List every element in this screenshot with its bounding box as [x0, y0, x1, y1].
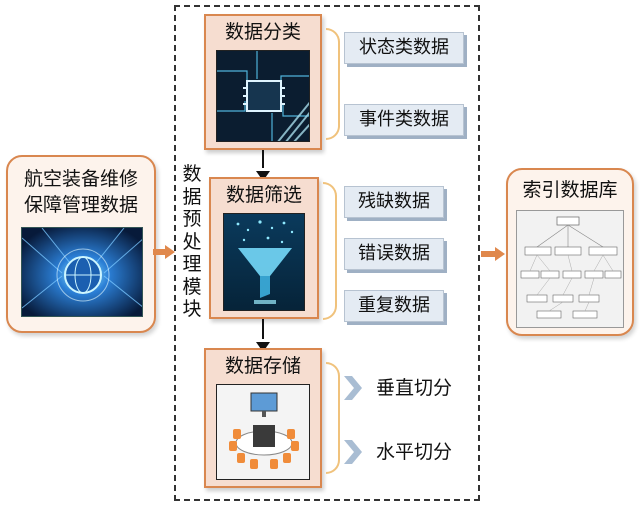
item-incomplete-data: 残缺数据 — [344, 186, 444, 218]
step-classification-bracket — [326, 28, 340, 140]
meeting-table-icon — [216, 384, 310, 480]
module-caption-char: 块 — [182, 298, 202, 320]
item-state-data: 状态类数据 — [344, 32, 464, 64]
funnel-icon — [223, 213, 305, 311]
step-classification-title: 数据分类 — [224, 21, 301, 43]
module-caption-char: 模 — [182, 275, 202, 298]
source-title-line-1: 航空装备维修 — [23, 168, 138, 190]
module-caption-char: 预 — [182, 208, 202, 230]
source-data-box: 航空装备维修 保障管理数据 — [6, 155, 156, 333]
source-title-line-2: 保障管理数据 — [23, 194, 138, 216]
index-database-title: 索引数据库 — [522, 179, 618, 201]
chevron-right-icon — [344, 440, 362, 464]
arrow-module-to-target — [481, 246, 505, 261]
arrow-source-to-module — [153, 244, 175, 259]
arrow-filter-to-storage — [262, 319, 264, 339]
index-database-box: 索引数据库 — [506, 168, 634, 336]
preprocessing-module-frame — [174, 5, 480, 501]
item-duplicate-data: 重复数据 — [344, 290, 444, 322]
item-erroneous-data: 错误数据 — [344, 238, 444, 270]
item-horizontal-sharding: 水平切分 — [376, 441, 453, 463]
module-caption-char: 理 — [182, 253, 202, 275]
module-caption: 数据预处理模块 — [178, 163, 206, 321]
step-filtering-bracket — [323, 182, 337, 320]
module-caption-char: 据 — [182, 185, 202, 208]
item-vertical-sharding: 垂直切分 — [376, 377, 453, 399]
ai-chip-icon — [216, 50, 310, 142]
arrowhead-classify-to-filter — [256, 166, 270, 181]
step-storage-bracket — [326, 362, 340, 474]
chevron-right-icon — [344, 376, 362, 400]
step-filtering-title: 数据筛选 — [225, 184, 302, 206]
arrow-classify-to-filter — [262, 150, 264, 168]
step-classification-card: 数据分类 — [204, 14, 322, 150]
module-caption-char: 处 — [182, 230, 202, 253]
step-storage-title: 数据存储 — [224, 355, 301, 377]
module-caption-char: 数 — [182, 163, 202, 185]
index-structure-diagram — [516, 210, 624, 328]
globe-icon — [21, 227, 143, 317]
item-event-data: 事件类数据 — [344, 104, 464, 136]
arrowhead-filter-to-storage — [256, 337, 270, 352]
step-storage-card: 数据存储 — [204, 348, 322, 488]
step-filtering-card: 数据筛选 — [209, 177, 319, 319]
